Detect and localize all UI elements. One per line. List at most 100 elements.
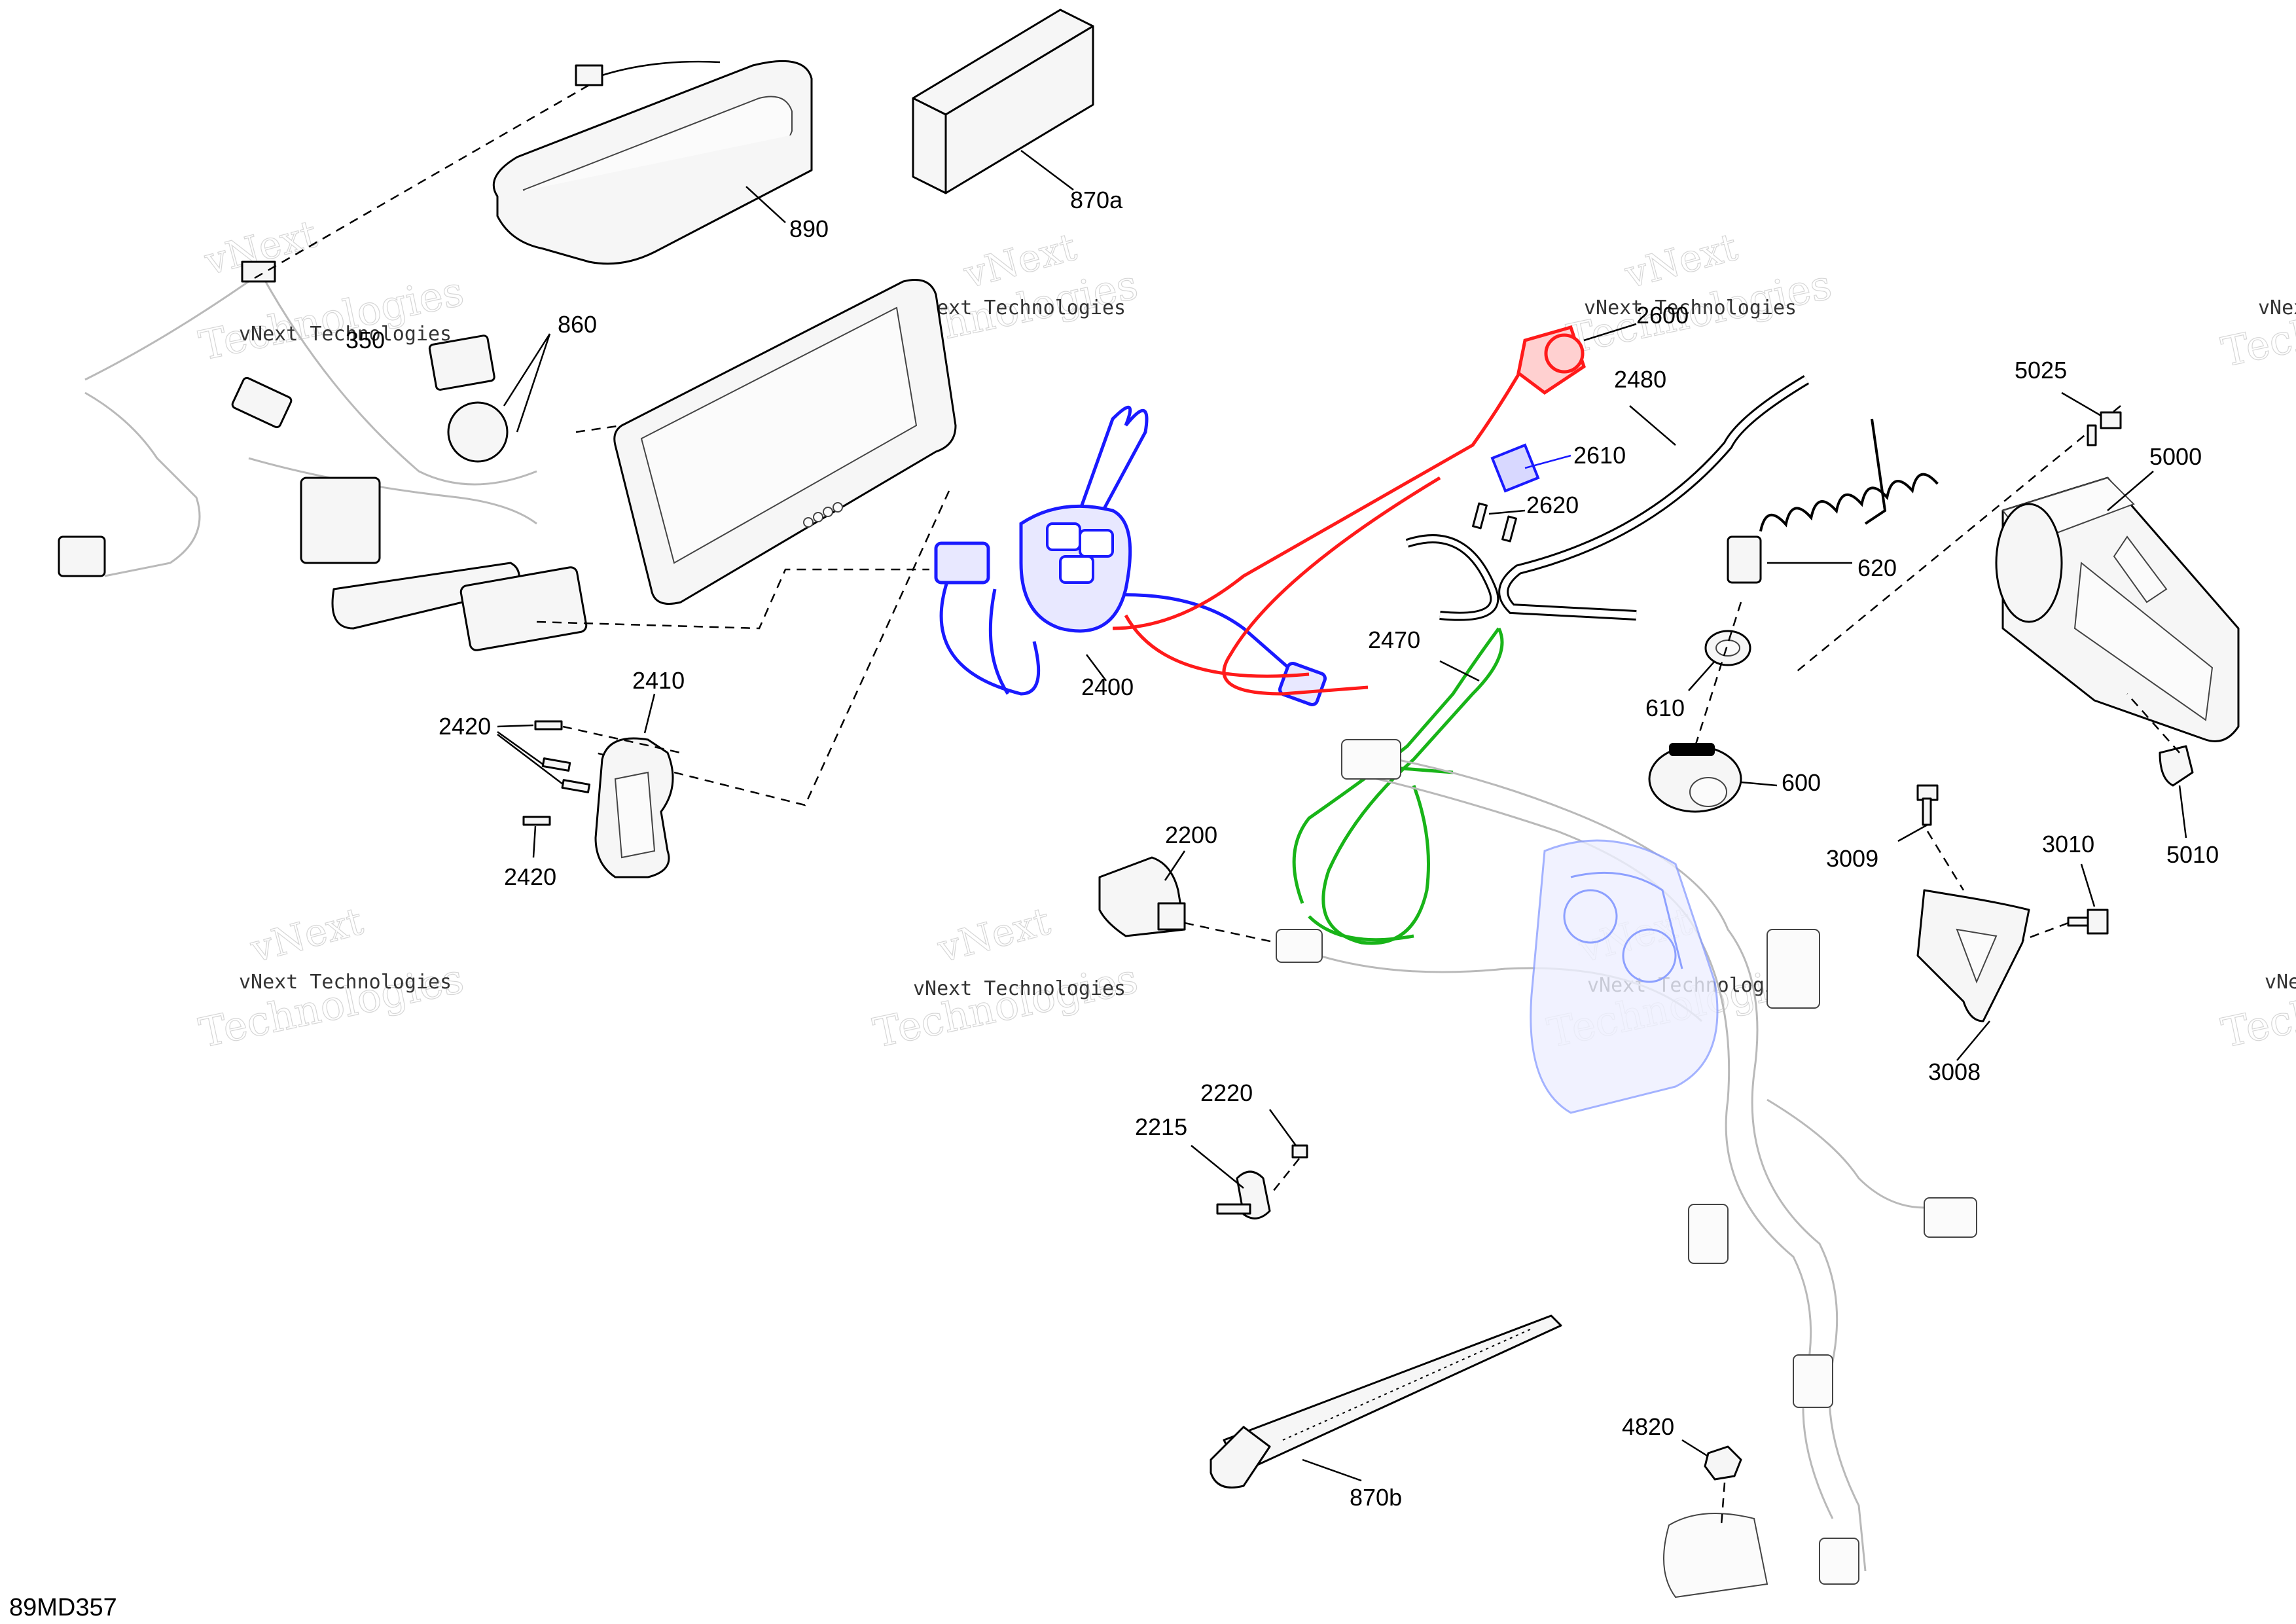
watermark: Technologies (2217, 274, 2296, 376)
dashed-link (575, 424, 622, 433)
leader-line (1439, 660, 1480, 682)
leader-line (1956, 1020, 1990, 1061)
part-2480-cable[interactable] (1405, 375, 1810, 621)
leader-line (497, 731, 544, 766)
part-5000-ecu[interactable] (1995, 477, 2240, 742)
callout-2420-top: 2420 (439, 713, 491, 740)
callout-5000: 5000 (2149, 443, 2202, 470)
callout-2420-bottom: 2420 (504, 863, 556, 890)
watermark: Technologies (869, 954, 1142, 1057)
leader-line (1302, 1458, 1362, 1482)
watermark: Technologies (195, 954, 468, 1057)
leader-line (1268, 1109, 1297, 1146)
callout-350: 350 (346, 327, 385, 353)
callout-2600: 2600 (1636, 302, 1689, 329)
watermark: Technologies (195, 267, 468, 370)
leader-line (2107, 471, 2154, 511)
part-2220-screw[interactable] (1291, 1144, 1308, 1159)
part-2200-sensor[interactable] (1098, 856, 1186, 937)
leader-line (1524, 454, 1571, 469)
leader-line (497, 724, 534, 728)
part-5025-bolt[interactable] (2087, 411, 2122, 446)
leader-line (1191, 1145, 1244, 1189)
part-harness-left[interactable] (58, 261, 588, 651)
leader-line (516, 333, 551, 433)
callout-610: 610 (1645, 695, 1685, 721)
callout-2480: 2480 (1614, 366, 1666, 393)
part-3009-bolt[interactable] (1916, 784, 1939, 826)
dashed-link (1184, 922, 1277, 944)
callout-2620: 2620 (1526, 492, 1579, 518)
callout-4820: 4820 (1622, 1413, 1674, 1440)
callout-2215: 2215 (1135, 1113, 1187, 1140)
watermark: vNext Technologies (913, 297, 1126, 319)
callout-2220: 2220 (1200, 1079, 1253, 1106)
leader-line (1897, 823, 1928, 842)
part-870b-cable-tie[interactable] (1210, 1314, 1562, 1489)
dashed-link (1793, 405, 2121, 675)
callout-870b: 870b (1350, 1484, 1402, 1511)
part-610-ring[interactable] (1704, 630, 1751, 666)
diagram-code: 89MD357 (9, 1594, 117, 1621)
callout-3008: 3008 (1928, 1058, 1981, 1085)
callout-2400: 2400 (1081, 674, 1134, 700)
leader-line (1688, 660, 1715, 691)
leader-line (497, 734, 564, 785)
watermark: vNext (933, 899, 1055, 971)
leader-line (503, 333, 551, 406)
leader-line (2080, 863, 2096, 907)
watermark: vNext Technologies (1584, 297, 1797, 319)
callout-2410: 2410 (632, 667, 685, 694)
part-2610-clip[interactable] (1490, 443, 1540, 493)
callout-2470: 2470 (1368, 626, 1420, 653)
watermark: vNext (245, 899, 368, 971)
part-5010-clip[interactable] (2159, 745, 2194, 787)
part-display-screen[interactable] (613, 279, 957, 605)
callout-890: 890 (789, 215, 829, 242)
dashed-link (2126, 693, 2180, 753)
part-890-housing[interactable] (492, 60, 813, 265)
leader-line (1164, 850, 1186, 881)
watermark: vNext (2265, 971, 2296, 994)
part-main-harness (1276, 739, 1977, 1598)
callout-5025: 5025 (2015, 357, 2067, 384)
watermark: vNext Technologies (239, 971, 452, 994)
part-2410-bracket[interactable] (594, 737, 674, 878)
dashed-link (1720, 1482, 1726, 1526)
callout-2610: 2610 (1573, 442, 1626, 469)
part-600-knob[interactable] (1648, 743, 1742, 813)
part-2600-wire-red[interactable] (1112, 325, 1586, 696)
part-870a-pad[interactable] (912, 9, 1094, 194)
part-3010-bolt[interactable] (2067, 909, 2109, 935)
dashed-link (536, 568, 929, 630)
leader-line (643, 693, 656, 734)
part-620-lanyard[interactable] (1727, 418, 1939, 584)
leader-line (1583, 323, 1637, 342)
part-4820-nut[interactable] (1704, 1445, 1742, 1481)
dashed-link (562, 725, 681, 754)
callout-3010: 3010 (2042, 831, 2094, 857)
leader-line (745, 186, 786, 223)
part-2400-switch-blue[interactable] (934, 405, 1327, 706)
part-2620-screws[interactable] (1472, 502, 1517, 543)
leader-line (2061, 391, 2102, 417)
callout-3009: 3009 (1826, 845, 1878, 872)
watermark: vNext (2258, 297, 2296, 319)
leader-line (1488, 509, 1526, 515)
dashed-link (1272, 1158, 1300, 1192)
dashed-link (248, 84, 590, 283)
part-2420-screws[interactable] (522, 720, 591, 826)
part-2215-mount[interactable] (1216, 1170, 1271, 1219)
part-3008-bracket[interactable] (1916, 889, 2030, 1022)
leader-line (1086, 654, 1107, 681)
dashed-link (1694, 602, 1742, 747)
watermark: vNext Technologies (913, 977, 1126, 1000)
leader-line (1740, 781, 1778, 787)
callout-5010: 5010 (2166, 841, 2219, 868)
leader-line (1629, 405, 1676, 446)
leader-line (1020, 150, 1074, 190)
watermark: Technologies (2217, 954, 2296, 1057)
watermark: vNext Technologies (239, 323, 452, 346)
callout-2200: 2200 (1165, 821, 1217, 848)
